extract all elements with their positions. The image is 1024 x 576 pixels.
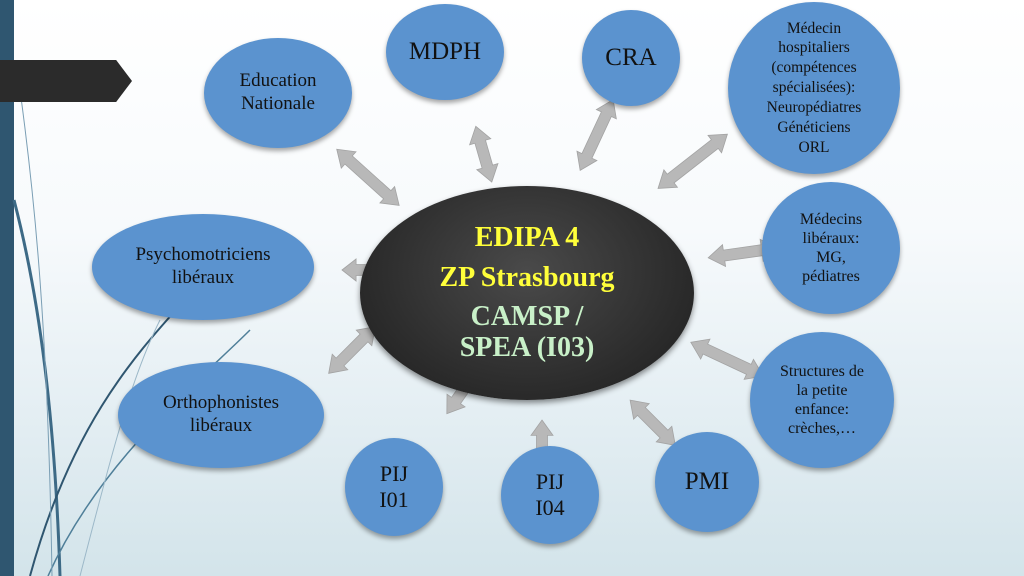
node-label: MDPH (408, 38, 482, 65)
node-cra: CRA (582, 10, 680, 106)
node-label: PIJ I04 (535, 468, 565, 520)
node-psychomotriciens: Psychomotriciens libéraux (92, 214, 314, 320)
node-label: Orthophonistes libéraux (162, 392, 280, 436)
title-tab-shape (0, 60, 132, 102)
node-pmi: PMI (655, 432, 759, 532)
center-service: CAMSP / SPEA (I03) (459, 301, 595, 364)
node-label: CRA (605, 44, 657, 71)
center-title: EDIPA 4 (474, 222, 580, 254)
node-orthophonistes: Orthophonistes libéraux (118, 362, 324, 468)
double-arrow-shape (469, 125, 499, 183)
node-pij-i04: PIJ I04 (501, 446, 599, 544)
node-label: Education Nationale (239, 70, 317, 114)
double-arrow-shape (336, 148, 400, 206)
node-label: PMI (684, 468, 730, 495)
node-label: Psychomotriciens libéraux (135, 244, 271, 288)
node-medecins-hospitaliers: Médecin hospitaliers (compétences spécia… (728, 2, 900, 174)
node-pij-i01: PIJ I01 (345, 438, 443, 536)
node-label: Médecin hospitaliers (compétences spécia… (766, 19, 862, 156)
node-structures-petite-enfance: Structures de la petite enfance: crèches… (750, 332, 894, 468)
node-label: Structures de la petite enfance: crèches… (780, 362, 864, 438)
center-subtitle: ZP Strasbourg (439, 261, 615, 293)
node-education-nationale: Education Nationale (204, 38, 352, 148)
node-mdph: MDPH (386, 4, 504, 100)
node-label: PIJ I01 (379, 460, 409, 512)
central-node: EDIPA 4 ZP Strasbourg CAMSP / SPEA (I03) (360, 186, 694, 400)
node-medecins-liberaux: Médecins libéraux: MG, pédiatres (762, 182, 900, 314)
node-label: Médecins libéraux: MG, pédiatres (799, 210, 863, 286)
left-accent-bar (0, 0, 14, 576)
double-arrow-shape (657, 133, 728, 189)
